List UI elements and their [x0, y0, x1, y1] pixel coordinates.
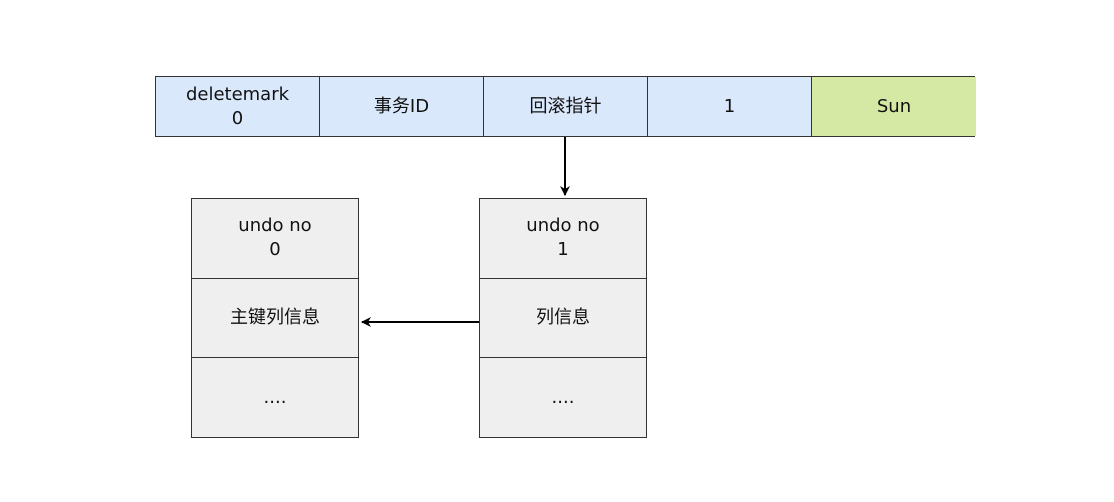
record-cell-transaction-id: 事务ID: [320, 77, 484, 136]
undo-no-label: undo no: [238, 215, 312, 237]
undo-log-0-primary-key-info: 主键列信息: [192, 279, 358, 359]
undo-log-0-ellipsis: ....: [192, 358, 358, 437]
undo-no-label: undo no: [526, 215, 600, 237]
cell-label: deletemark: [185, 83, 290, 105]
cell-label: 事务ID: [373, 95, 430, 117]
undo-log-0: undo no 0 主键列信息 ....: [191, 198, 359, 438]
box-label: ....: [551, 386, 575, 408]
undo-log-0-header: undo no 0: [192, 199, 358, 279]
undo-no-value: 1: [557, 239, 569, 261]
box-label: 列信息: [536, 307, 590, 328]
undo-log-1-column-info: 列信息: [480, 279, 646, 359]
record-cell-name: Sun: [812, 77, 976, 136]
undo-no-value: 0: [269, 239, 281, 261]
record-cell-rollback-pointer: 回滚指针: [484, 77, 648, 136]
undo-log-1: undo no 1 列信息 ....: [479, 198, 647, 438]
box-label: 主键列信息: [230, 307, 320, 328]
record-cell-deletemark: deletemark 0: [156, 77, 320, 136]
cell-label: 回滚指针: [529, 95, 602, 117]
box-label: ....: [263, 386, 287, 408]
cell-label: 1: [723, 95, 736, 117]
undo-log-1-header: undo no 1: [480, 199, 646, 279]
record-row: deletemark 0 事务ID 回滚指针 1 Sun: [155, 76, 976, 137]
cell-label: Sun: [876, 95, 912, 117]
cell-value: 0: [231, 107, 244, 129]
undo-log-1-ellipsis: ....: [480, 358, 646, 437]
record-cell-id: 1: [648, 77, 812, 136]
